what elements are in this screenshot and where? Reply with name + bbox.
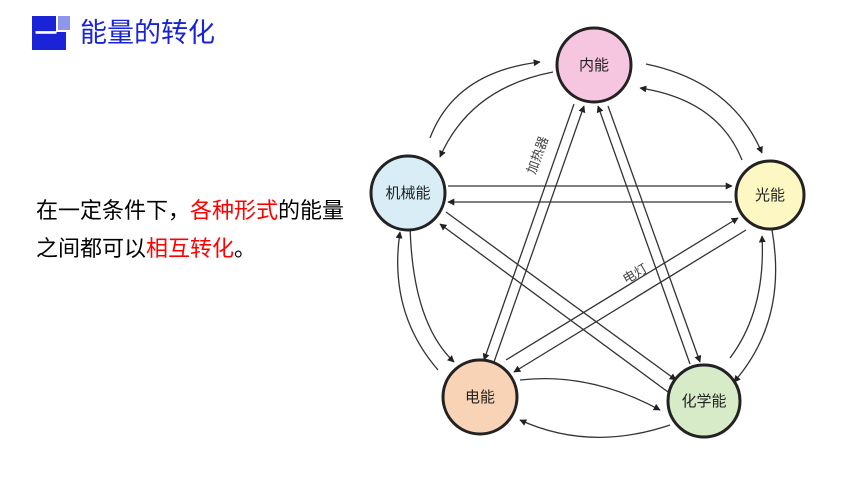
arc-internal-to-light (645, 63, 763, 154)
body-paragraph: 在一定条件下，各种形式的能量之间都可以相互转化。 (36, 193, 366, 269)
arrow-internal-to-electric (482, 103, 575, 361)
badge-corner-decoration (56, 16, 70, 32)
arrow-internal-to-chemical (607, 105, 702, 363)
arc-chemical-to-light (729, 235, 766, 359)
section-number: 一 (35, 22, 58, 47)
node-electric-circle (441, 358, 519, 436)
node-light-label: 光能 (755, 186, 785, 204)
arc-electric-to-chemical (519, 377, 661, 411)
arrow-chemical-to-mechanical (439, 223, 669, 393)
node-mechanical-energy: 机械能 (369, 154, 447, 232)
arrow-chemical-to-internal (596, 105, 691, 365)
arrow-electric-to-light (505, 217, 739, 361)
arrow-electric-to-internal (493, 105, 586, 363)
arrow-light-to-electric (513, 229, 747, 373)
arc-internal-to-mechanical (439, 71, 554, 158)
arc-mechanical-to-electric (409, 223, 455, 363)
node-light-energy: 光能 (734, 159, 806, 231)
body-text-part1: 在一定条件下， (36, 199, 191, 224)
arc-chemical-to-electric (519, 419, 671, 439)
section-title: 能量的转化 (80, 18, 215, 49)
edge-label-lamp: 电灯 (621, 261, 651, 287)
edge-label-heater: 加热器 (525, 135, 552, 177)
node-internal-label: 内能 (579, 56, 609, 74)
node-internal-energy: 内能 (555, 26, 633, 104)
arrow-mechanical-to-chemical (445, 211, 677, 381)
arc-light-to-internal (639, 85, 743, 161)
node-mechanical-circle (369, 154, 447, 232)
node-internal-circle (555, 26, 633, 104)
arc-electric-to-mechanical (395, 231, 439, 371)
highlight-various-forms: 各种形式 (190, 199, 279, 224)
body-text-part3: 的能量之间都可以 (36, 199, 345, 262)
node-chemical-label: 化学能 (681, 392, 726, 410)
arc-light-to-chemical (733, 229, 777, 383)
arc-mechanical-to-internal (429, 59, 541, 139)
body-text-part5: 。 (234, 237, 257, 262)
node-chemical-energy: 化学能 (666, 363, 742, 439)
node-chemical-circle (666, 363, 742, 439)
node-light-circle (734, 159, 806, 231)
node-mechanical-label: 机械能 (385, 184, 430, 202)
node-electric-energy: 电能 (441, 358, 519, 436)
highlight-mutual-conversion: 相互转化 (146, 237, 235, 262)
node-electric-label: 电能 (465, 388, 495, 406)
section-header: 一 能量的转化 (0, 0, 860, 60)
